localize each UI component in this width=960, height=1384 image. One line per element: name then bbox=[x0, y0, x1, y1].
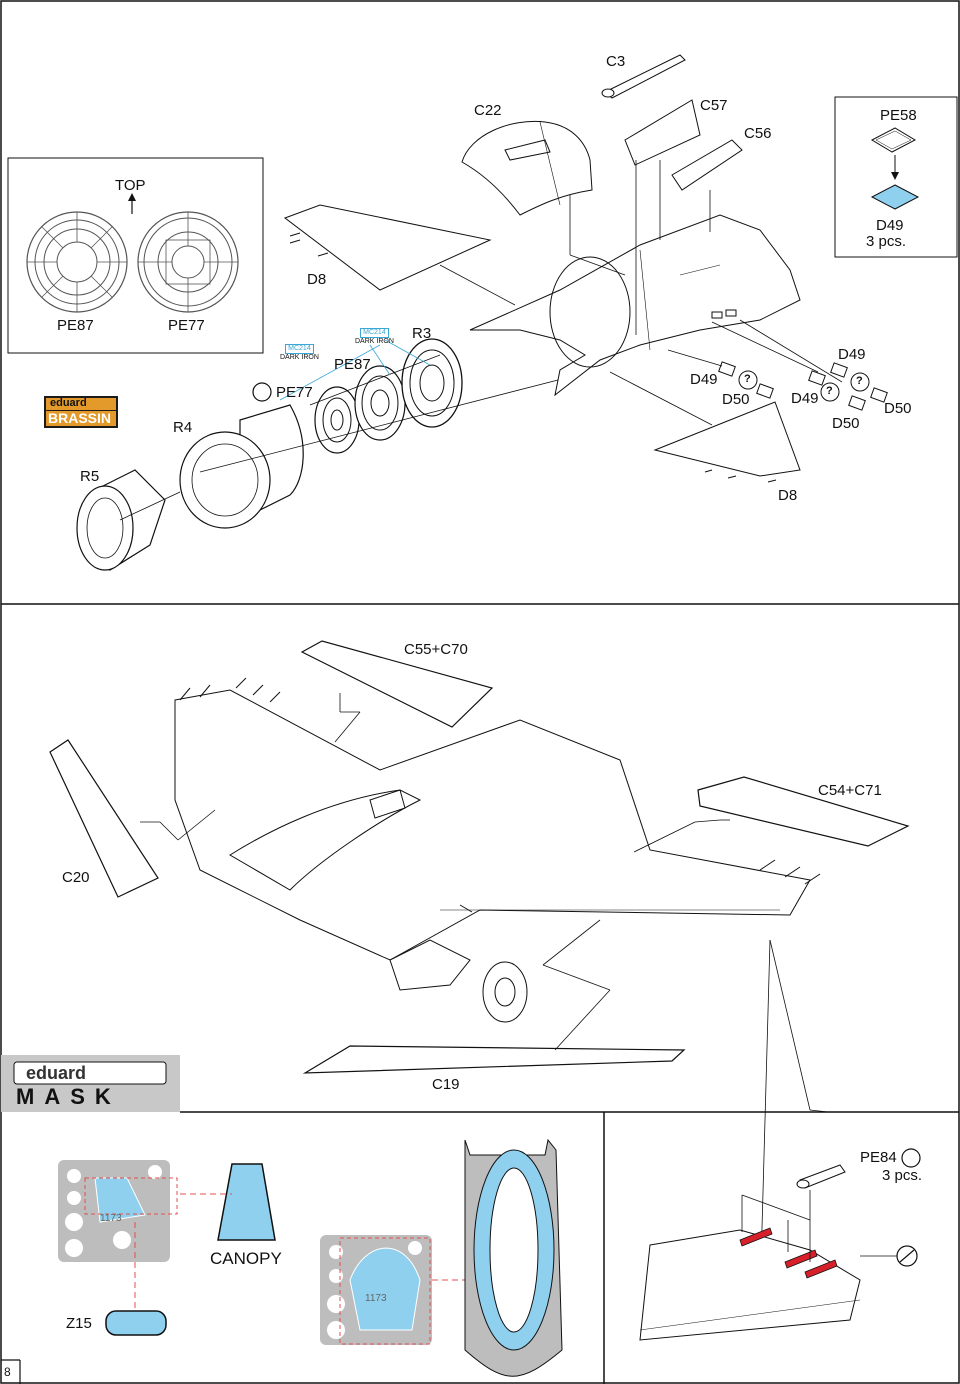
r4-label: R4 bbox=[173, 419, 193, 436]
cut-icon bbox=[896, 1245, 918, 1267]
r5-label: R5 bbox=[80, 468, 100, 485]
unknown-mark-a: ? bbox=[744, 373, 751, 385]
canopy-mask-part bbox=[217, 1163, 276, 1241]
part-r5-nozzle bbox=[76, 469, 166, 571]
inset-pe77-label: PE77 bbox=[168, 317, 205, 334]
paint-code: MC214 bbox=[360, 328, 389, 338]
part-c20-flap bbox=[49, 739, 159, 898]
c22-label: C22 bbox=[474, 102, 502, 119]
pe58-plate bbox=[870, 127, 920, 210]
part-c57 bbox=[624, 99, 701, 166]
mask-code-left: 1173 bbox=[100, 1213, 122, 1224]
mask-code-right: 1173 bbox=[365, 1293, 387, 1304]
unknown-mark-b: ? bbox=[826, 385, 833, 397]
pe84-part bbox=[796, 1164, 846, 1189]
mask-sheet-right bbox=[320, 1235, 432, 1345]
pe58-label: PE58 bbox=[880, 107, 917, 124]
d49-d50-parts bbox=[718, 361, 888, 411]
canopy-label: CANOPY bbox=[210, 1249, 282, 1268]
d50-label-a: D50 bbox=[722, 391, 750, 408]
d49-label-b: D49 bbox=[791, 390, 819, 407]
part-c56 bbox=[671, 139, 743, 191]
part-c55-c70-aileron bbox=[300, 640, 494, 728]
pe84-qty-label: 3 pcs. bbox=[882, 1167, 923, 1184]
c56-label: C56 bbox=[744, 125, 772, 142]
part-r3 bbox=[401, 338, 463, 428]
fuselage-rear bbox=[469, 214, 801, 397]
r3-label: R3 bbox=[412, 325, 432, 342]
mask-logo-top: eduard bbox=[26, 1063, 87, 1083]
paint-callout-1: MC214 DARK IRON bbox=[280, 344, 319, 361]
part-d8-lower bbox=[653, 401, 801, 483]
d49-label-a: D49 bbox=[690, 371, 718, 388]
bend-icon bbox=[901, 1148, 921, 1168]
paint-name: DARK IRON bbox=[355, 337, 394, 345]
d50-label-b: D50 bbox=[832, 415, 860, 432]
mask-sheet-left bbox=[58, 1160, 178, 1262]
paint-code: MC214 bbox=[285, 344, 314, 354]
pe77-disc bbox=[137, 211, 239, 313]
wing-section-pe84 bbox=[639, 1229, 861, 1341]
pe87-label: PE87 bbox=[334, 356, 371, 373]
c19-label: C19 bbox=[432, 1076, 460, 1093]
flip-icon bbox=[252, 382, 272, 402]
assembly-lines-s4 bbox=[741, 1190, 811, 1262]
c20-label: C20 bbox=[62, 869, 90, 886]
brassin-logo-top: eduard bbox=[50, 397, 87, 409]
part-c3-rod bbox=[601, 54, 686, 99]
exhaust-pe-inset bbox=[7, 157, 264, 354]
mask-logo-bottom: MASK bbox=[16, 1084, 121, 1109]
page-number: 8 bbox=[4, 1365, 11, 1379]
part-c19-flap bbox=[302, 1045, 686, 1074]
part-d8-upper bbox=[283, 204, 492, 291]
brassin-logo-bottom: BRASSIN bbox=[48, 410, 112, 426]
aircraft-wing-underside bbox=[174, 677, 821, 1023]
pe87-part bbox=[354, 365, 406, 441]
assembly-lines-s1 bbox=[119, 160, 843, 521]
part-r4-exhaust bbox=[179, 404, 304, 529]
part-c54-c71-aileron bbox=[697, 776, 910, 847]
eduard-brassin-logo bbox=[44, 396, 118, 428]
d50-label-c: D50 bbox=[884, 400, 912, 417]
pe58-qty-label: 3 pcs. bbox=[866, 233, 907, 250]
z15-label: Z15 bbox=[66, 1315, 92, 1332]
pe84-antennas bbox=[739, 1227, 838, 1279]
z15-part bbox=[105, 1310, 167, 1336]
c57-label: C57 bbox=[700, 97, 728, 114]
c3-label: C3 bbox=[606, 53, 626, 70]
part-c22-cowl bbox=[461, 120, 593, 216]
pe87-disc bbox=[26, 211, 128, 313]
c55-c70-label: C55+C70 bbox=[404, 641, 468, 658]
top-label: TOP bbox=[115, 177, 146, 194]
paint-callout-2: MC214 DARK IRON bbox=[355, 328, 394, 345]
inset-pe87-label: PE87 bbox=[57, 317, 94, 334]
d49-label-c: D49 bbox=[838, 346, 866, 363]
eduard-mask-logo bbox=[1, 1055, 180, 1112]
canopy-frame bbox=[464, 1138, 563, 1377]
d8-upper-label: D8 bbox=[307, 271, 327, 288]
paint-name: DARK IRON bbox=[280, 353, 319, 361]
pe58-d49-label: D49 bbox=[876, 217, 904, 234]
pe77-label: PE77 bbox=[276, 384, 313, 401]
d8-lower-label: D8 bbox=[778, 487, 798, 504]
pe84-label: PE84 bbox=[860, 1149, 897, 1166]
pe77-part bbox=[314, 386, 360, 454]
unknown-mark-c: ? bbox=[856, 375, 863, 387]
c54-c71-label: C54+C71 bbox=[818, 782, 882, 799]
